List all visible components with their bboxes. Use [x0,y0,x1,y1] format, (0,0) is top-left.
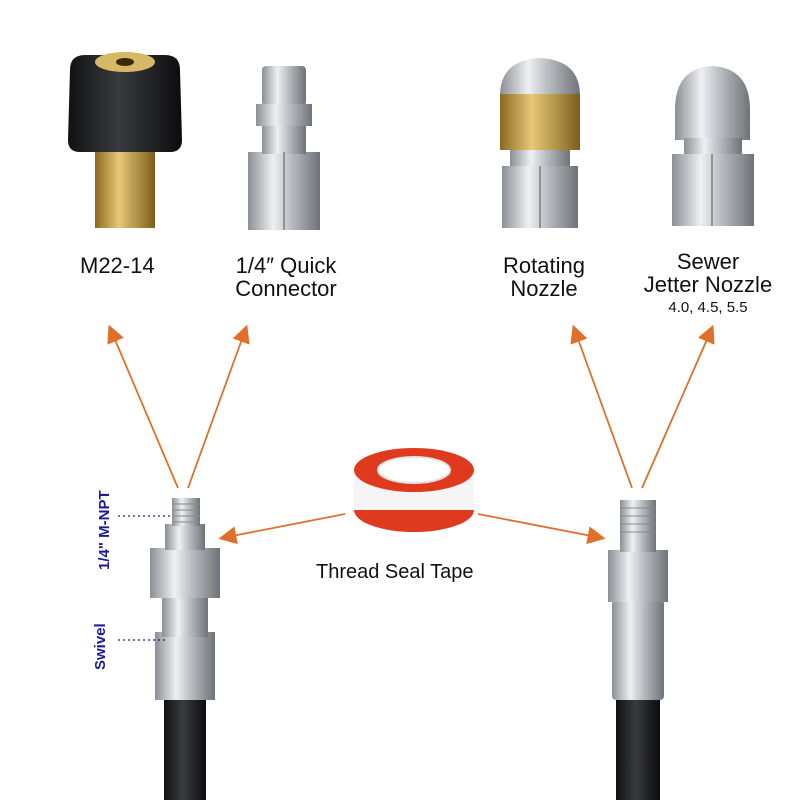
label-quick-line2: Connector [235,276,337,302]
arrow-tape-to-right [477,513,606,545]
label-quick-connector: 1/4″ Quick Connector [222,254,350,300]
sewer-nozzle-image [672,66,754,226]
arrow-to-sewer-nozzle [641,324,715,489]
arrow-to-rotating-nozzle [570,324,633,489]
label-sewer-line1: Sewer [676,249,740,274]
label-rotating-nozzle: Rotating Nozzle [490,254,598,300]
arrow-tape-to-left [218,513,346,545]
m22-fitting-image [68,52,182,228]
left-hose-fitting-image [150,498,220,800]
arrow-to-quick-connector [187,324,250,489]
label-rotating-line2: Nozzle [510,276,578,302]
label-thread-seal-tape: Thread Seal Tape [316,561,474,583]
label-mnpt: 1/4" M-NPT [96,490,113,570]
label-swivel: Swivel [92,623,109,670]
label-sewer-sizes: 4.0, 4.5, 5.5 [668,299,748,317]
quick-connector-image [248,66,320,230]
label-rotating-line1: Rotating [503,253,585,278]
label-quick-line1: 1/4″ Quick [235,253,337,278]
label-sewer-line2: Jetter Nozzle [643,272,773,298]
right-hose-fitting-image [608,500,668,800]
arrow-to-m22 [107,324,179,489]
label-sewer-nozzle: Sewer Jetter Nozzle 4.0, 4.5, 5.5 [628,250,788,316]
label-m22: M22-14 [80,253,155,278]
rotating-nozzle-image [500,58,580,228]
thread-seal-tape-image [354,448,474,532]
